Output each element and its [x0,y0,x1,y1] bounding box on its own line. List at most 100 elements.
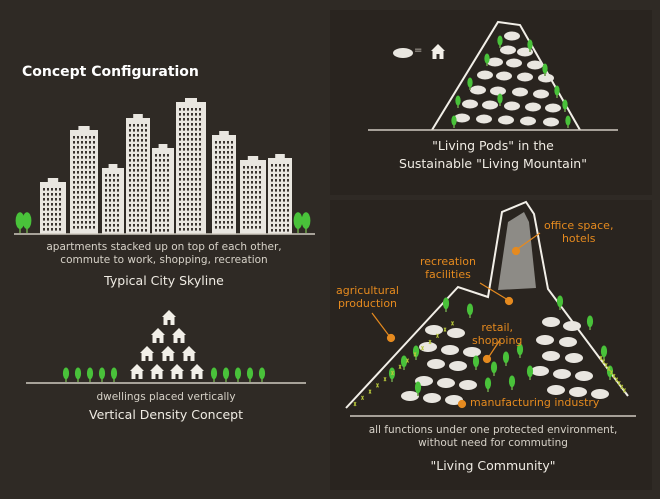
crop-icon [428,339,432,345]
callout-agricultural-line1: agricultural [336,284,399,297]
pod-icon [569,387,587,397]
building-icon [40,178,66,234]
pod-icon [393,48,413,58]
tree-icon [497,35,503,48]
tree-icon [98,367,106,382]
crop-icon [398,364,402,370]
tree-icon [301,212,311,233]
crop-icon [391,370,394,376]
pod-icon [496,71,512,81]
tree-icon [600,345,608,360]
crop-icon [612,373,616,379]
crop-icon [451,321,454,326]
house-icon [161,346,175,361]
building-icon [126,114,150,234]
tree-icon [472,355,480,370]
pod-icon [423,393,441,403]
pod-icon [553,369,571,379]
pod-icon [490,86,506,96]
crop-icon [383,376,387,382]
tree-icon [502,351,510,366]
tree-icon [222,367,230,382]
pod-icon [565,353,583,363]
pod-icon [517,47,533,57]
pod-icon [476,114,492,124]
tree-icon [466,303,474,318]
pods-label-line2: Sustainable "Living Mountain" [399,156,587,171]
living-community-panel [330,200,652,490]
skyline-label: Typical City Skyline [104,273,224,288]
pod-icon [447,328,465,338]
community-mountain-outline [345,200,629,409]
pods-label-line1: "Living Pods" in the [432,138,554,153]
living-pods [451,31,571,128]
pod-icon [536,335,554,345]
pod-icon [543,117,559,127]
tree-icon [246,367,254,382]
house-icon [182,346,196,361]
tree-icon [562,99,568,112]
pod-icon [533,89,549,99]
building-icon [70,126,98,234]
skyline-caption-line1: apartments stacked up on top of each oth… [46,241,282,253]
pod-icon [531,366,549,376]
callout-recreation-line2: facilities [425,267,471,281]
house-icon [130,364,144,379]
building-icon [176,98,206,234]
pod-icon [504,101,520,111]
pod-icon [542,351,560,361]
density-label: Vertical Density Concept [89,407,243,422]
page-title: Concept Configuration [22,64,199,80]
pod-icon [427,359,445,369]
house-icon [190,364,204,379]
pod-icon [401,391,419,401]
pod-icon [527,60,543,70]
building-icon [268,154,292,234]
tree-icon [556,295,564,310]
pod-icon [542,317,560,327]
house-icon [162,310,176,325]
pod-icon [482,100,498,110]
crop-icon [353,401,357,407]
tree-icon [86,367,94,382]
pod-icon [425,325,443,335]
building-icon [240,156,266,234]
crop-icon [368,389,372,394]
tree-icon [62,367,70,382]
callout-office-line2: hotels [561,231,596,245]
tree-icon [527,39,533,52]
callout-office: office space, hotels [544,219,614,245]
house-icon [172,328,186,343]
pod-icon [500,45,516,55]
tree-icon [526,365,534,380]
house-icon [151,328,165,343]
tree-icon [258,367,266,382]
tree-icon [455,95,461,108]
crop-icon [615,377,619,382]
pod-icon [512,87,528,97]
callout-office-line1: office space, [544,219,614,232]
building-icon [152,144,174,234]
callout-retail-line2: shopping [472,333,523,347]
building-icon [212,131,236,234]
callout-retail: retail, shopping [472,321,523,347]
crop-icon [361,395,364,401]
tree-icon [22,212,32,233]
pod-icon [459,380,477,390]
crop-icon [376,383,379,388]
pod-icon [591,389,609,399]
tree-icon [400,355,408,370]
pod-icon [525,102,541,112]
pod-icon [437,378,455,388]
pod-icon [470,85,486,95]
pod-icon [559,337,577,347]
tree-icon [484,53,490,66]
tree-icon [497,93,503,106]
callout-agricultural-line2: production [337,296,398,310]
pod-icon [504,31,520,41]
building-icon [102,164,124,234]
city-skyline [15,98,311,234]
house-icon [170,364,184,379]
tree-icon [586,315,594,330]
pod-icon [462,99,478,109]
